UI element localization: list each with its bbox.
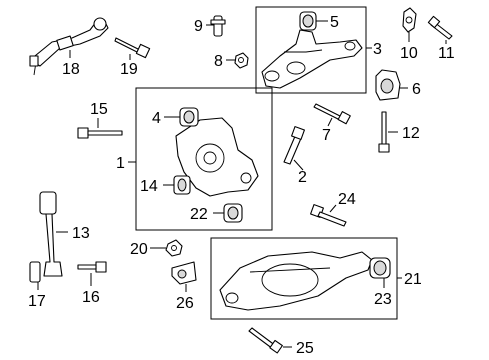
bushing-part-4: [179, 107, 199, 127]
knuckle-group-box: [135, 87, 273, 231]
callout-20: 20: [130, 241, 148, 258]
callout-6: 6: [412, 81, 421, 98]
callout-1: 1: [116, 155, 125, 172]
callout-21: 21: [404, 271, 422, 288]
bolt-part-19: [114, 37, 151, 59]
callout-15: 15: [90, 101, 108, 118]
bushing-part-14: [173, 175, 191, 195]
callout-8: 8: [214, 53, 223, 70]
callout-13: 13: [72, 225, 90, 242]
bushing-part-5: [299, 11, 317, 31]
bolt-part-11: [427, 15, 453, 40]
bolt-part-9: [210, 15, 226, 37]
bracket-part-10: [402, 7, 417, 33]
nut-part-17: [29, 261, 41, 283]
callout-10: 10: [400, 45, 418, 62]
bracket-part-26: [171, 261, 197, 285]
callout-labels: 1 2 3 4 5 6 7 8 9 10 11 12 13 14 15 16 1…: [28, 14, 455, 357]
callout-24: 24: [338, 191, 356, 208]
callout-16: 16: [82, 289, 100, 306]
nut-part-20: [165, 239, 183, 257]
bolt-part-7: [313, 103, 351, 125]
bolt-part-12: [378, 111, 390, 153]
callout-9: 9: [194, 18, 203, 35]
callout-19: 19: [120, 61, 138, 78]
toe-link-part: [29, 17, 109, 76]
callout-23: 23: [374, 291, 392, 308]
bushing-part-6: [375, 69, 401, 101]
callout-22: 22: [190, 206, 208, 223]
nut-part-8: [234, 52, 249, 69]
callout-4: 4: [152, 110, 161, 127]
upper-control-arm-part: [261, 29, 363, 89]
upper-arm-group-box: [255, 6, 367, 94]
callout-2: 2: [298, 169, 307, 186]
bolt-part-24: [310, 204, 347, 227]
callout-26: 26: [176, 295, 194, 312]
callout-3: 3: [373, 41, 382, 58]
bushing-part-23: [369, 257, 391, 279]
bolt-part-25: [248, 327, 283, 354]
callout-25: 25: [296, 340, 314, 357]
bolt-part-16: [77, 261, 107, 273]
callout-7: 7: [322, 127, 331, 144]
knuckle-part: [175, 117, 259, 197]
callout-5: 5: [330, 14, 339, 31]
bushing-part-22: [223, 203, 243, 223]
callout-18: 18: [62, 61, 80, 78]
lower-control-arm-part: [219, 251, 373, 311]
callout-11: 11: [438, 45, 455, 62]
bolt-part-2: [283, 126, 305, 165]
callout-14: 14: [140, 178, 158, 195]
leader-lines: [37, 20, 447, 348]
callout-12: 12: [402, 125, 420, 142]
callout-17: 17: [28, 293, 46, 310]
bolt-part-15: [77, 127, 123, 139]
trailing-link-part: [39, 191, 63, 277]
